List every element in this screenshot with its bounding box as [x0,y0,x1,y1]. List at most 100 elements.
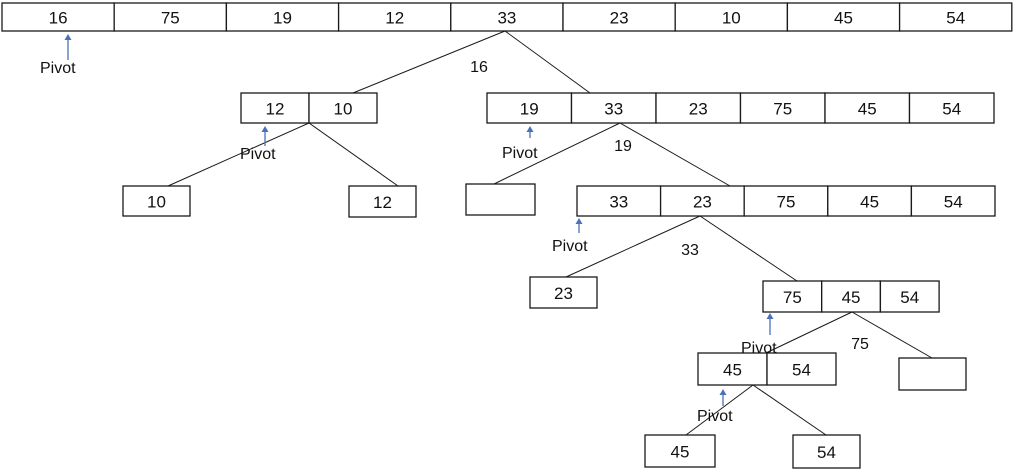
cell-value: 45 [723,361,742,380]
cell-value: 54 [792,361,811,380]
array-leaf-10: 10 [122,185,191,217]
array-cell [879,280,940,313]
cell-value: 75 [773,100,792,119]
array-cell [821,280,882,313]
array-leaf-45: 45 [644,434,716,468]
cell-value: 10 [722,9,741,28]
cell-value: 54 [942,100,961,119]
cell-value: 54 [946,9,965,28]
tree-edge [619,122,731,187]
array-cell [529,276,598,309]
array-cell [450,2,564,32]
cell-value: 10 [334,100,353,119]
arrow-head-icon [64,34,72,40]
arrow-head-icon [766,313,774,319]
cell-value: 75 [783,288,802,307]
array-empty-19 [465,183,536,216]
array-cell [762,280,823,313]
array-cell [910,185,996,217]
array-cell [824,92,911,124]
cell-value: 75 [777,193,796,212]
cell-value: 23 [554,284,573,303]
array-cell [908,92,995,124]
cell-value: 33 [609,193,628,212]
cell-value: 54 [944,193,963,212]
pivot-value-label: 19 [614,138,632,155]
cell-value: 45 [834,9,853,28]
arrow-head-icon [261,126,269,132]
cell-value: 16 [49,9,68,28]
array-cell [465,183,536,216]
array-cell [898,357,967,391]
array-cell [240,92,310,124]
array-cell [743,185,829,217]
tree-edge [504,30,591,94]
array-boxes: 16 75 19 12 33 23 10 45 54 12 10 19 33 23 75 45 54 10 12 33… [1,2,1013,469]
array-cell [655,92,742,124]
cell-value: 10 [147,193,166,212]
array-cell [348,185,417,218]
arrow-head-icon [526,126,534,132]
tree-edge [493,122,621,185]
array-cell [644,434,716,468]
tree-edge [565,215,701,278]
cell-value: 23 [610,9,629,28]
tree-edge [685,384,754,436]
pivot-marker: Pivot [697,389,733,425]
cell-value: 45 [860,193,879,212]
arrow-head-icon [719,389,727,395]
pivot-label: Pivot [697,408,733,425]
array-cell [562,2,676,32]
array-cell [337,2,452,32]
pivot-value-label: 33 [681,242,699,259]
pivot-label: Pivot [40,60,76,77]
pivot-marker: Pivot [40,34,76,77]
array-cell [898,2,1013,32]
array-cell [697,352,768,386]
pivot-label: Pivot [552,238,588,255]
cell-value: 23 [693,193,712,212]
pivot-value-label: 16 [470,59,488,76]
array-right-2: 33 23 75 45 54 [576,185,996,217]
array-cell [674,2,789,32]
cell-value: 54 [817,443,836,462]
cell-value: 45 [842,288,861,307]
cell-value: 12 [266,100,285,119]
array-cell [659,185,745,217]
pivot-label: Pivot [741,340,777,357]
array-left-4: 45 54 [697,352,837,386]
cell-value: 75 [161,9,180,28]
arrow-head-icon [575,218,583,224]
pivot-value-label: 75 [851,336,869,353]
cell-value: 45 [671,443,690,462]
cell-value: 23 [689,100,708,119]
pivot-marker: Pivot [741,313,777,357]
array-leaf-12: 12 [348,185,417,218]
array-cell [766,352,837,386]
tree-edge [765,311,853,354]
cell-value: 33 [497,9,516,28]
cell-value: 33 [604,100,623,119]
split-labels: 16 19 33 75 [470,59,869,353]
array-cell [1,2,115,32]
array-cell [308,92,378,124]
tree-edge [752,384,827,436]
cell-value: 12 [373,193,392,212]
cell-value: 45 [858,100,877,119]
pivot-marker: Pivot [502,126,538,162]
pivot-label: Pivot [502,145,538,162]
array-left-1: 12 10 [240,92,378,124]
tree-edge [851,311,933,359]
pivot-marker: Pivot [240,126,276,163]
pivot-label: Pivot [240,146,276,163]
array-cell [792,434,861,469]
cell-value: 19 [273,9,292,28]
array-cell [739,92,826,124]
array-leaf-54: 54 [792,434,861,469]
array-empty-75 [898,357,967,391]
tree-edges [167,30,933,436]
array-cell [113,2,228,32]
